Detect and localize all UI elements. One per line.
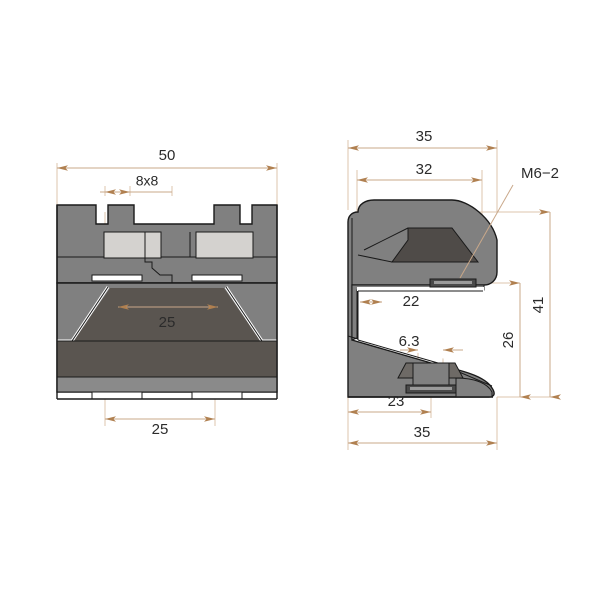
side-view-body <box>347 199 498 398</box>
side-view-nose-slope <box>357 254 393 263</box>
front-view-tab-lower-left <box>91 391 143 400</box>
side-view-opening-2 <box>358 291 483 358</box>
dim-front-bottom-span-label: 25 <box>152 421 169 438</box>
dim-side-inner-height: 26 <box>500 280 531 400</box>
dim-side-bottom-overall: 35 <box>348 424 497 446</box>
side-view-boss-upper-thread <box>434 281 472 284</box>
side-view-left-notch <box>347 335 359 340</box>
dim-front-slot-width-label: 8x8 <box>136 173 159 189</box>
callout-thread-m6: M6−2 <box>458 165 559 281</box>
front-view-center-step <box>144 257 173 283</box>
side-view-boss-lower <box>412 362 450 386</box>
dim-side-bottom-overall-label: 35 <box>414 424 431 441</box>
dim-side-mid-width: 22 <box>360 293 419 310</box>
dim-front-inner-span-label: 25 <box>159 314 176 331</box>
front-view-tab-upper-right <box>191 274 243 282</box>
dim-side-boss-width-label: 6.3 <box>399 333 420 350</box>
dim-side-top-inner-label: 32 <box>416 161 433 178</box>
dim-side-bottom-inner-label: 23 <box>388 393 405 410</box>
side-view-recess-fill <box>357 287 484 290</box>
dim-front-overall-width: 50 <box>57 147 277 171</box>
dim-side-overall-height-label: 41 <box>530 297 547 314</box>
side-view-nose-slope-2 <box>363 227 409 251</box>
dim-side-inner-height-label: 26 <box>500 332 517 349</box>
front-view-body <box>56 204 278 400</box>
callout-thread-leader <box>459 184 514 279</box>
dim-side-overall-height: 41 <box>530 209 561 400</box>
side-view-boss-lower-thread <box>410 387 452 390</box>
front-view-tab-lower-right <box>191 391 243 400</box>
callout-thread-arrowhead <box>458 268 466 281</box>
front-view-bottom-band <box>56 376 278 393</box>
front-view-insert-left <box>103 231 162 259</box>
dim-front-bottom-span: 25 <box>105 416 215 438</box>
dim-side-boss-width: 6.3 <box>399 333 463 353</box>
dim-side-top-overall-label: 35 <box>416 128 433 145</box>
callout-thread-label: M6−2 <box>521 165 559 182</box>
dim-front-inner-span: 25 <box>118 304 218 331</box>
dim-side-mid-width-label: 22 <box>403 293 420 310</box>
front-view-insert-right <box>195 231 254 259</box>
side-view-foot-right <box>455 377 493 398</box>
front-view-group: 50 8x8 25 25 <box>56 147 278 438</box>
front-view-side-edges <box>56 205 278 399</box>
dim-front-slot-width: 8x8 <box>100 173 172 195</box>
dim-side-bottom-inner: 23 <box>348 393 431 415</box>
dim-side-top-inner: 32 <box>357 161 482 183</box>
front-view-tab-upper-left <box>91 274 143 282</box>
dim-side-top-overall: 35 <box>348 128 497 151</box>
front-view-mid-dark-band <box>56 340 278 378</box>
side-view-group: 35 32 M6−2 22 6.3 23 <box>347 128 561 450</box>
dim-front-overall-width-label: 50 <box>159 147 176 164</box>
